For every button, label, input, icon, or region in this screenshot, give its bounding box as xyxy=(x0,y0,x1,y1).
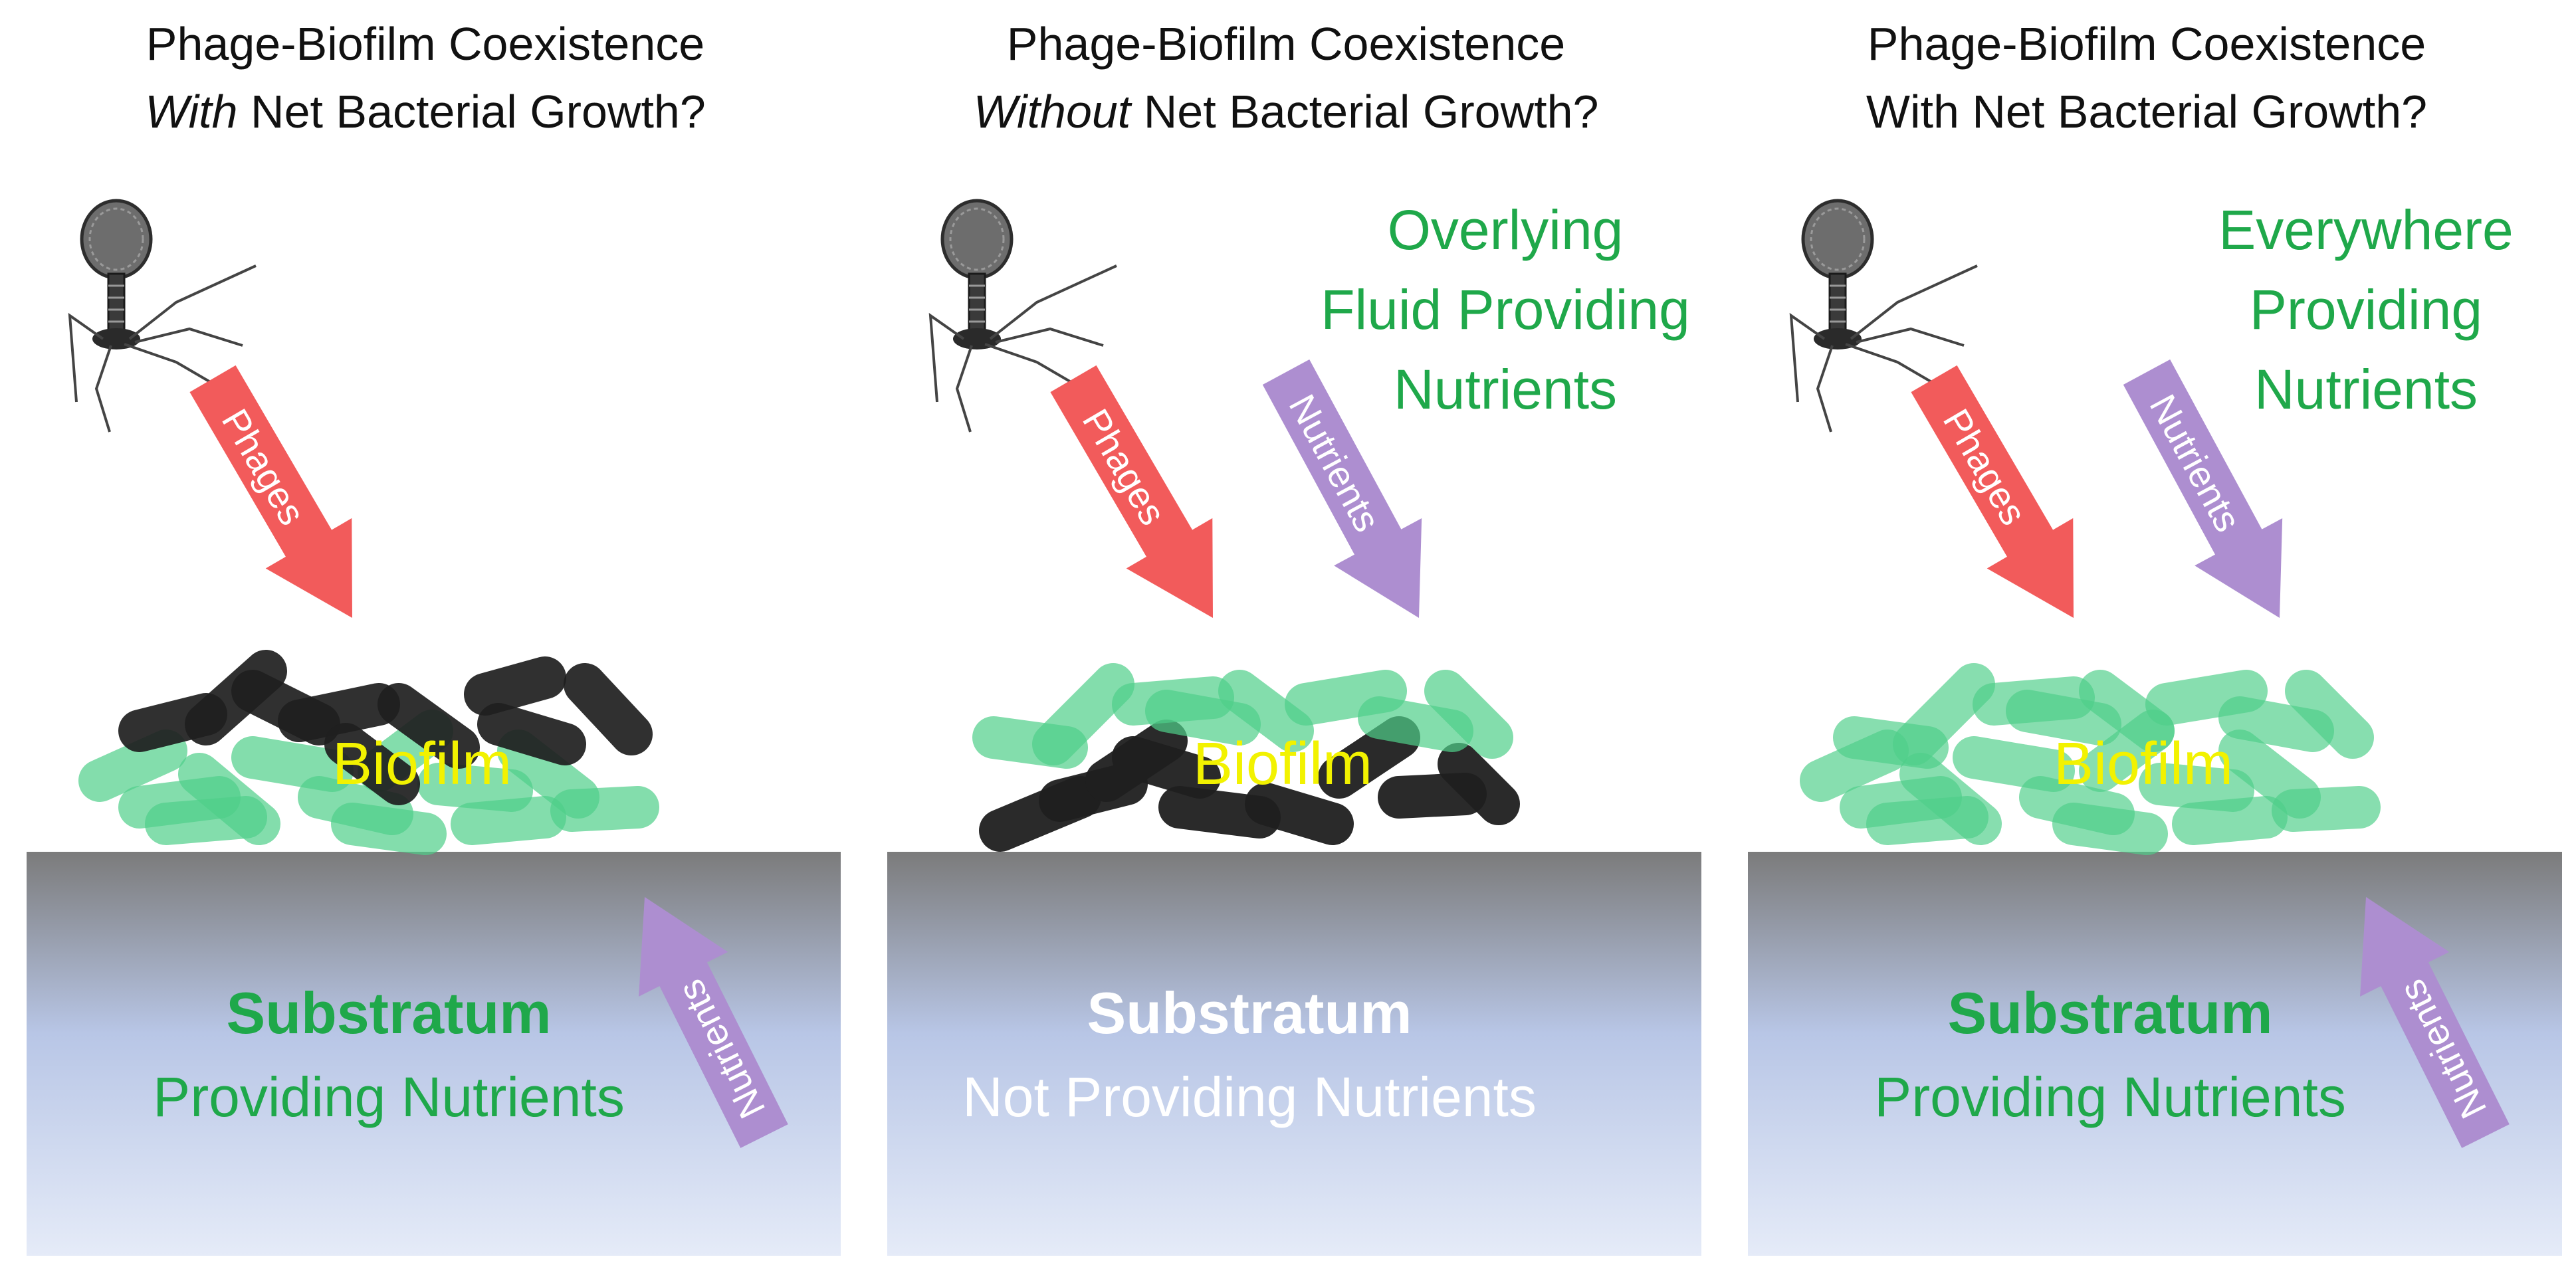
live-cell xyxy=(497,730,599,819)
live-cell xyxy=(550,786,659,832)
nutrient-source-text: Overlying xyxy=(1388,199,1624,261)
phages-arrow: Phages xyxy=(1050,365,1213,619)
biofilm-label: Biofilm xyxy=(1193,731,1372,797)
dead-cell xyxy=(324,723,420,805)
panel-title-line2: With Net Bacterial Growth? xyxy=(1866,86,2427,138)
live-cell xyxy=(2285,670,2374,759)
biofilm xyxy=(1800,663,2381,855)
phages-arrow: Phages xyxy=(1911,365,2074,619)
live-cell xyxy=(1218,670,1314,752)
live-cell xyxy=(2218,696,2334,752)
dead-cell xyxy=(464,656,566,716)
live-cell xyxy=(2272,786,2381,832)
nutrient-source-text: Nutrients xyxy=(1394,358,1617,421)
panel-title-line1: Phage-Biofilm Coexistence xyxy=(1007,18,1565,70)
nutrients-arrow-substratum-shape xyxy=(2360,896,2510,1148)
dead-cell xyxy=(1378,773,1487,819)
biofilm xyxy=(972,663,1520,852)
live-cell xyxy=(2145,670,2268,726)
title-rest: Net Bacterial Growth? xyxy=(238,86,706,138)
live-cell xyxy=(331,803,447,855)
dead-cell xyxy=(1438,743,1520,825)
live-cell xyxy=(1145,690,1261,745)
live-cell xyxy=(451,796,566,845)
nutrients-arrow-substratum-shape xyxy=(639,896,788,1148)
phages-arrow: Phages xyxy=(189,365,352,619)
live-cell xyxy=(78,730,187,802)
dead-cell xyxy=(377,683,480,769)
biofilm xyxy=(78,650,659,855)
biofilm-label: Biofilm xyxy=(332,731,512,797)
nutrient-source-text: Everywhere xyxy=(2218,199,2514,261)
dead-cell xyxy=(1318,716,1420,799)
title-emphasis: With xyxy=(145,86,237,138)
substratum-subtitle: Providing Nutrients xyxy=(1874,1066,2346,1128)
live-cell xyxy=(417,763,533,812)
phages-arrow-shape xyxy=(1050,365,1213,619)
live-cell xyxy=(2052,803,2168,855)
nutrient-source-text: Fluid Providing xyxy=(1321,278,1690,341)
panel-title-line1: Phage-Biofilm Coexistence xyxy=(1868,18,2426,70)
substratum-subtitle: Providing Nutrients xyxy=(153,1066,625,1128)
live-cell xyxy=(2172,796,2288,845)
nutrients-arrow-fluid-shape xyxy=(2123,359,2283,618)
live-cell xyxy=(1285,670,1407,726)
dead-cell xyxy=(278,683,400,742)
dead-cell xyxy=(564,663,653,755)
panel-title-line2: Without Net Bacterial Growth? xyxy=(974,86,1599,138)
substratum-title: Substratum xyxy=(1948,980,2273,1046)
biofilm-label: Biofilm xyxy=(2054,731,2233,797)
title-rest: Net Bacterial Growth? xyxy=(1130,86,1598,138)
phages-arrow-shape xyxy=(1911,365,2074,619)
live-cell xyxy=(2006,690,2121,745)
substratum-subtitle: Not Providing Nutrients xyxy=(962,1066,1537,1128)
live-cell xyxy=(1358,696,1473,752)
phages-arrow-shape xyxy=(189,365,352,619)
panel-title-line2: With Net Bacterial Growth? xyxy=(145,86,706,138)
nutrient-source-text: Nutrients xyxy=(2254,358,2478,421)
dead-cell xyxy=(1158,786,1281,838)
panel-title-line1: Phage-Biofilm Coexistence xyxy=(146,18,704,70)
nutrient-source-text: Providing xyxy=(2250,278,2482,341)
live-cell xyxy=(1424,670,1513,759)
live-cell xyxy=(2139,763,2254,812)
title-emphasis: Without xyxy=(974,86,1132,138)
dead-cell xyxy=(1085,720,1188,802)
nutrients-arrow-fluid-shape xyxy=(1262,359,1422,618)
substratum-block xyxy=(887,852,1701,1256)
dead-cell xyxy=(477,703,586,765)
title-rest: With Net Bacterial Growth? xyxy=(1866,86,2427,138)
live-cell xyxy=(1866,796,1988,845)
live-cell xyxy=(1893,663,1995,765)
live-cell xyxy=(2079,670,2175,752)
dead-cell xyxy=(185,650,287,745)
live-cell xyxy=(1953,736,2075,792)
live-cell xyxy=(2218,730,2321,819)
live-cell xyxy=(1032,663,1134,765)
dead-cell xyxy=(1245,783,1354,845)
substratum-title: Substratum xyxy=(1087,980,1412,1046)
live-cell xyxy=(231,736,354,792)
substratum-title: Substratum xyxy=(227,980,552,1046)
live-cell xyxy=(145,796,267,845)
